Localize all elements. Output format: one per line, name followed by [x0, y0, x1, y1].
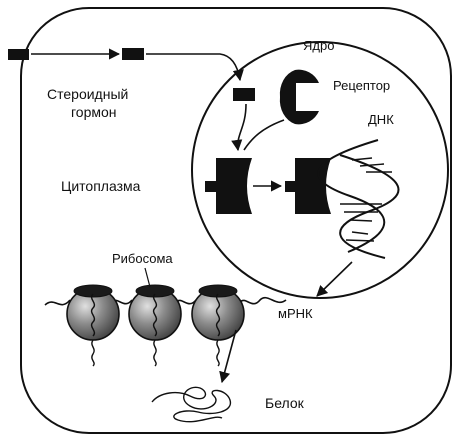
binding-arrow: [231, 103, 247, 152]
ribosome-label-leader: [144, 267, 151, 288]
ribosome-label: Рибосома: [112, 251, 173, 266]
hormone-outside-block: [8, 49, 29, 60]
protein-coil: [151, 386, 232, 423]
ribosome-1: [66, 284, 120, 367]
protein-label: Белок: [265, 395, 305, 411]
hormone-label-line1: Стероидный: [47, 86, 128, 102]
dna-helix: [317, 139, 400, 259]
cell-membrane: [20, 7, 452, 434]
mrna-label: мРНК: [278, 306, 313, 321]
hormone-receptor-complex-right: [285, 158, 331, 214]
hormone-label-line2: гормон: [71, 104, 117, 120]
hormone-to-nucleus-arrow: [146, 53, 244, 82]
hormone-cytoplasm-block: [122, 48, 144, 60]
receptor-binding-line: [243, 119, 285, 151]
transcription-arrow: [316, 261, 353, 297]
translation-arrow: [219, 329, 237, 384]
dna-label: ДНК: [368, 112, 394, 127]
hormone-nucleus-block: [233, 88, 255, 101]
receptor-shape: [279, 69, 319, 125]
hormone-receptor-complex-left: [205, 158, 252, 214]
nucleus-label: Ядро: [303, 38, 334, 53]
mrna-strand: [44, 296, 287, 306]
nucleus: [191, 41, 449, 299]
receptor-label: Рецептор: [333, 78, 390, 93]
cytoplasm-label: Цитоплазма: [61, 178, 141, 194]
ribosome-2: [128, 284, 182, 367]
ribosome-3: [191, 284, 245, 367]
